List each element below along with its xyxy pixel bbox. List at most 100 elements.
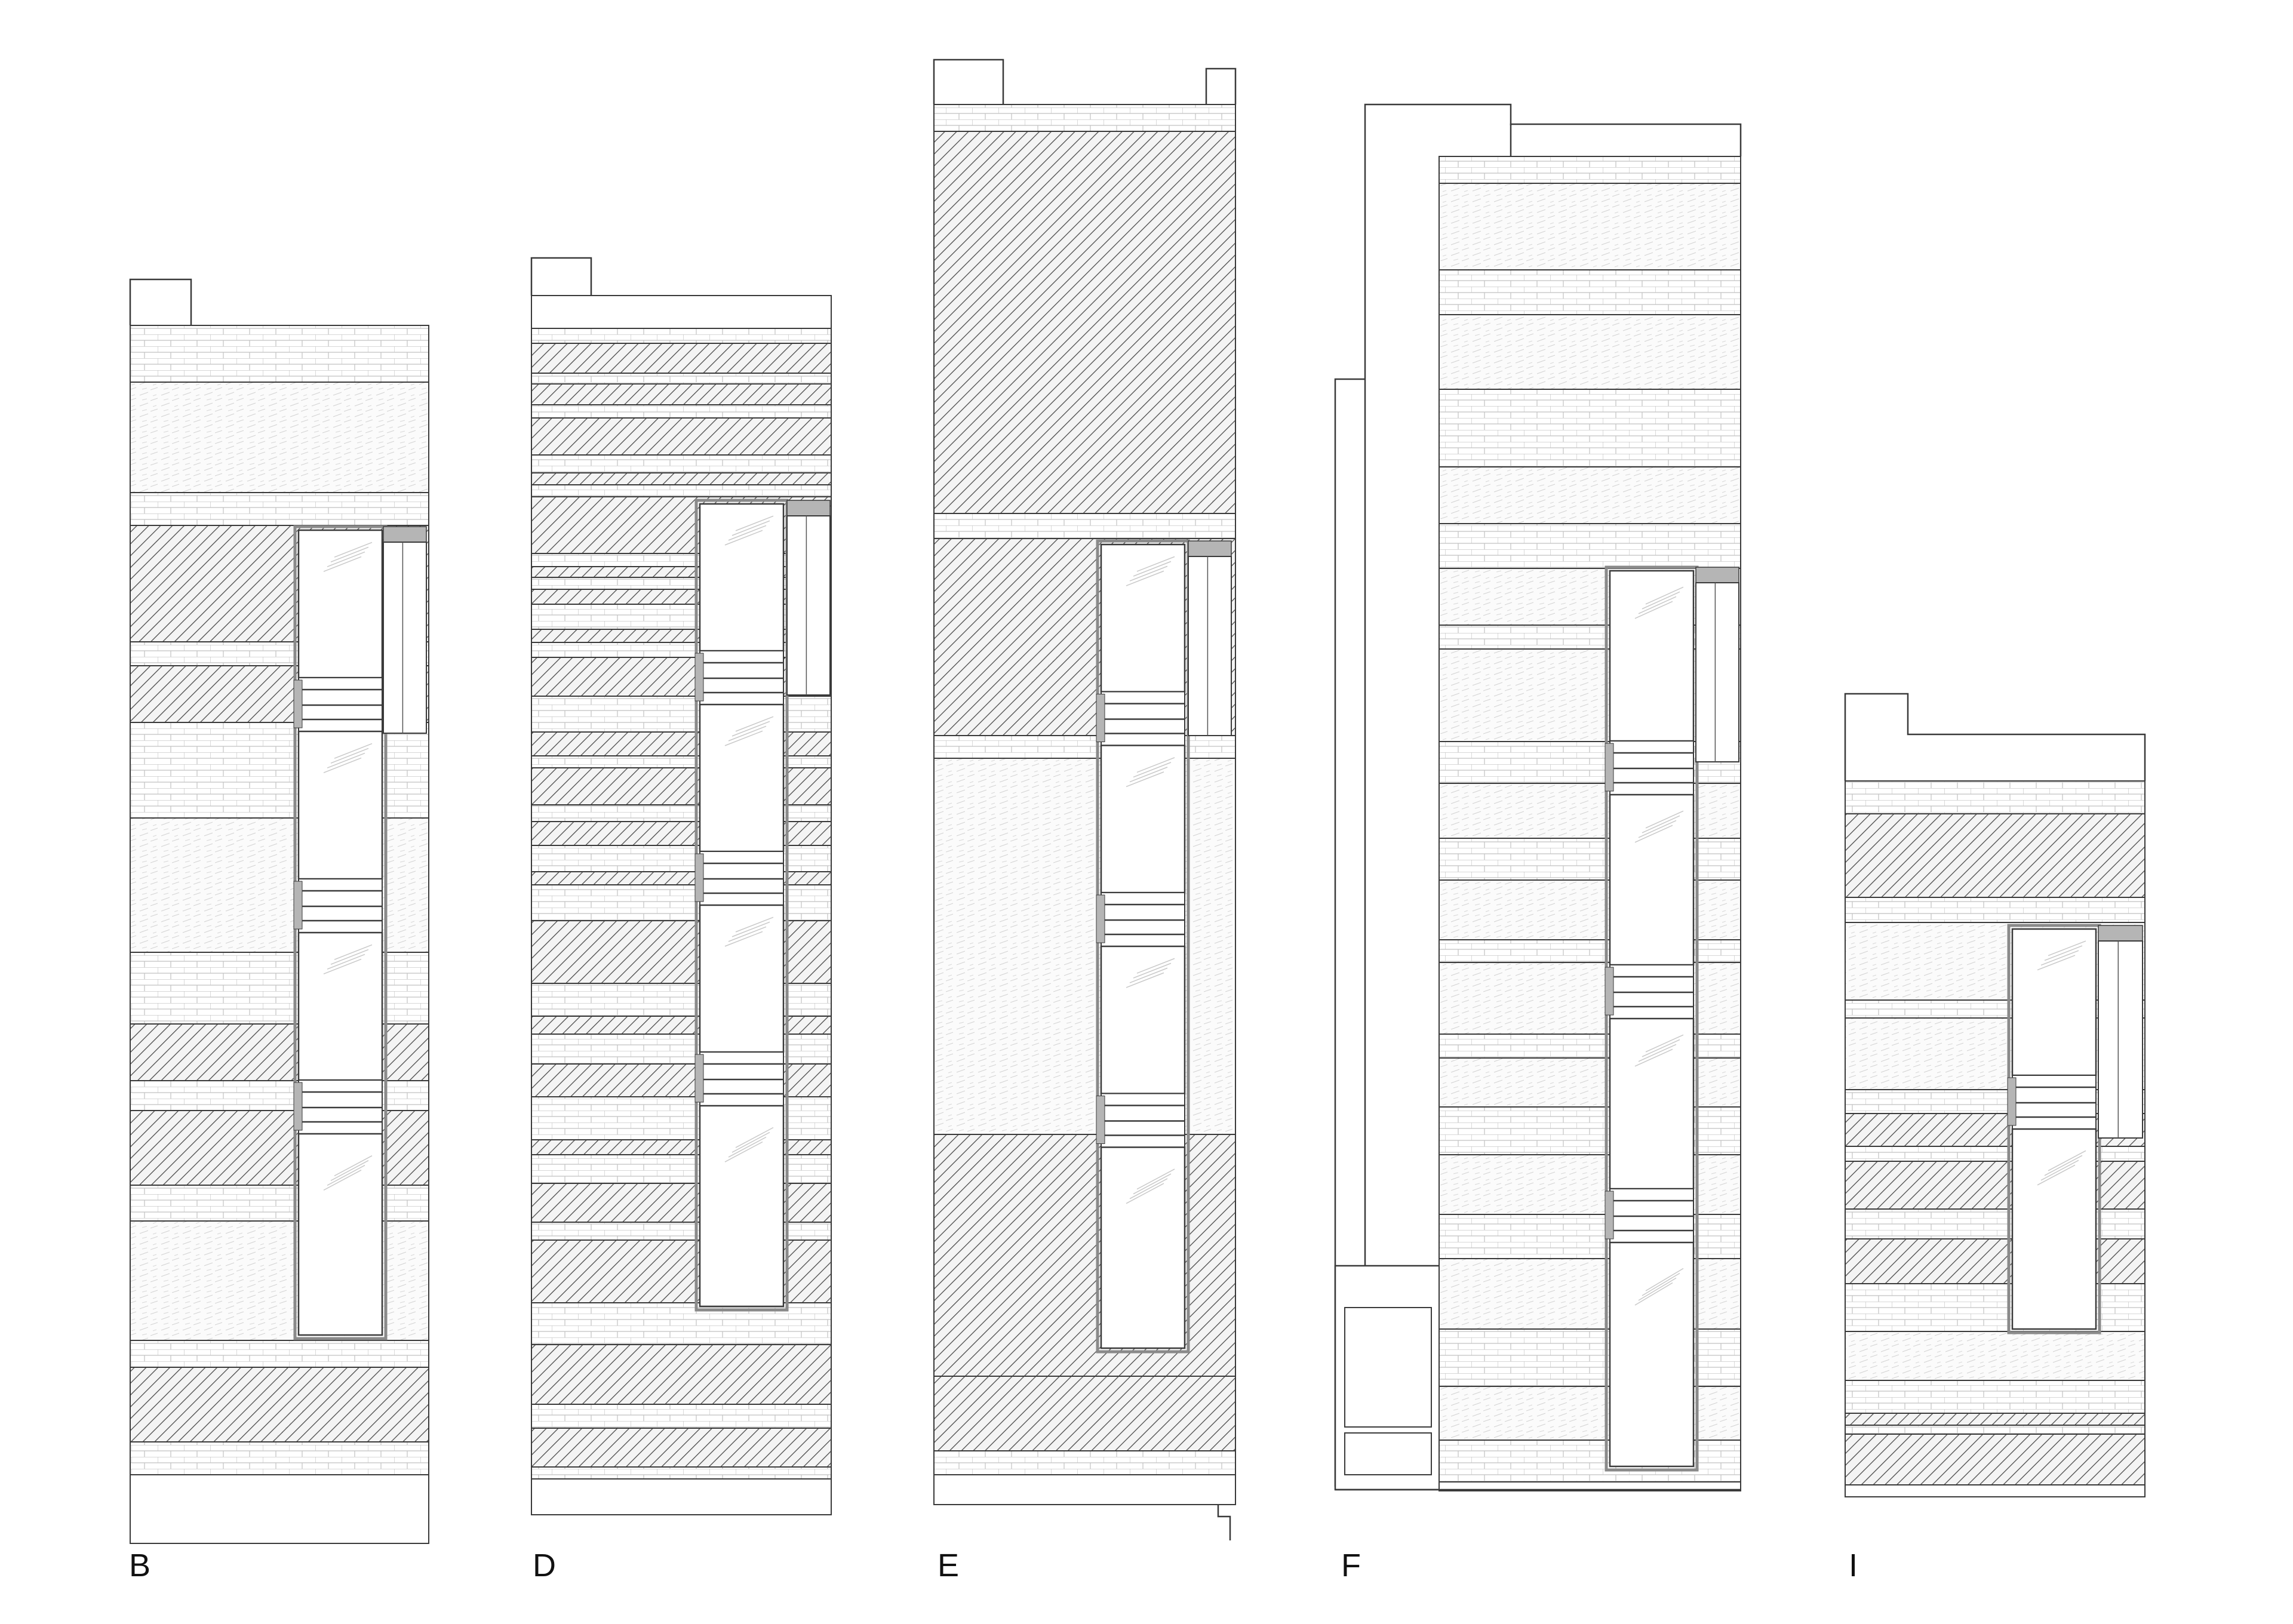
- e-facade-band: [933, 1134, 1236, 1377]
- b-facade-band: [130, 1110, 429, 1186]
- d-window-glass-reflection: [724, 931, 763, 947]
- f-facade-band: [1438, 838, 1741, 881]
- i-window-pane: [2011, 928, 2097, 1076]
- b-window-glass-reflection: [323, 1169, 362, 1191]
- f-window-glass-reflection: [1634, 1282, 1673, 1306]
- e-facade-band: [933, 735, 1236, 759]
- b-window-glass-reflection: [334, 944, 373, 960]
- f-facade-band: [1438, 389, 1741, 467]
- b-window-glass-reflection: [323, 757, 362, 773]
- e-window-glass-reflection: [1136, 958, 1175, 974]
- e-window-glass-reflection: [1133, 561, 1172, 577]
- f-window-pane: [1609, 793, 1695, 966]
- f-window-glass-reflection: [1634, 1048, 1673, 1067]
- b-window-glass-reflection: [327, 551, 365, 567]
- e-window-frame: [1096, 539, 1190, 1354]
- d-window-glass-reflection: [728, 926, 767, 942]
- f-roof-parapet: [1510, 123, 1742, 156]
- e-facade-band: [933, 1450, 1236, 1475]
- f-tower-outline: [1364, 103, 1512, 1266]
- d-window-glass-reflection: [724, 530, 763, 546]
- d-window-side-panel: [786, 515, 831, 696]
- d-window-pane: [699, 503, 785, 652]
- f-window-glass-reflection: [1638, 1044, 1677, 1062]
- f-facade-band: [1438, 1106, 1741, 1155]
- d-facade-band: [531, 484, 832, 497]
- d-window-glass-reflection: [724, 1141, 763, 1162]
- elevation-label-i: I: [1849, 1548, 1858, 1583]
- b-window-pane: [297, 529, 383, 679]
- f-window-glass-reflection: [1638, 820, 1677, 838]
- d-window-glass-reflection: [735, 716, 774, 732]
- f-facade-band: [1438, 1034, 1741, 1059]
- i-facade-band: [1845, 1484, 2146, 1497]
- elevation-label-e: E: [938, 1548, 960, 1583]
- e-base-step: [1217, 1505, 1231, 1540]
- b-window-mullion-cap: [293, 679, 303, 728]
- f-window-mullion-cap: [1605, 967, 1614, 1016]
- b-facade-band: [130, 1185, 429, 1222]
- f-facade-band: [1438, 962, 1741, 1035]
- i-window-glass-reflection: [2044, 1155, 2083, 1176]
- b-facade-band: [130, 817, 429, 953]
- f-window-mullion-cap: [1605, 743, 1614, 792]
- d-facade-band: [531, 454, 832, 473]
- elevation-label-b: B: [129, 1548, 151, 1583]
- b-facade-band: [130, 1474, 429, 1544]
- f-window-glass-reflection: [1642, 591, 1680, 610]
- b-window-glass-reflection: [327, 752, 365, 768]
- f-window-pane: [1609, 1017, 1695, 1190]
- i-window-glass-reflection: [2037, 1164, 2076, 1186]
- b-window-pane: [297, 1133, 383, 1336]
- i-facade-band: [1845, 1413, 2146, 1426]
- b-facade-band: [130, 952, 429, 1025]
- b-facade-band: [130, 1220, 429, 1341]
- f-side-wall: [1334, 378, 1365, 1487]
- i-roof-parapet: [1844, 693, 2146, 781]
- f-window-glass-reflection: [1638, 1277, 1677, 1301]
- d-window-glass-reflection: [731, 921, 770, 937]
- e-facade-band: [933, 513, 1236, 539]
- f-facade-band: [1438, 939, 1741, 963]
- b-window-glass-reflection: [334, 542, 373, 558]
- e-window-pane: [1100, 1146, 1186, 1349]
- d-window-glass-reflection: [731, 721, 770, 737]
- b-window-pane: [297, 931, 383, 1081]
- b-window-glass-reflection: [334, 1155, 373, 1177]
- b-roof-parapet: [129, 278, 192, 325]
- f-facade-band: [1438, 1481, 1741, 1491]
- i-facade-band: [1845, 813, 2146, 898]
- f-facade-band: [1438, 1214, 1741, 1259]
- b-window-glass-reflection: [330, 748, 369, 764]
- e-window-mullion-cap: [1096, 694, 1105, 742]
- d-facade-band: [531, 417, 832, 456]
- d-window-pane: [699, 904, 785, 1053]
- i-facade-band: [1845, 1425, 2146, 1435]
- e-roof-parapet-left: [933, 59, 1004, 104]
- f-window-glass-reflection: [1645, 1034, 1684, 1053]
- f-window-pane: [1609, 1241, 1695, 1468]
- d-window-glass-reflection: [728, 1136, 767, 1158]
- d-window-glass-reflection: [731, 1131, 770, 1153]
- f-window-side-panel: [1695, 582, 1739, 762]
- b-window-glass-reflection: [330, 546, 369, 562]
- b-window-glass-reflection: [323, 958, 362, 974]
- f-facade-band: [1438, 1328, 1741, 1387]
- f-window-glass-reflection: [1645, 586, 1684, 605]
- e-window-side-panel: [1188, 556, 1232, 736]
- b-window-side-panel: [383, 542, 427, 734]
- i-window-glass-reflection: [2037, 955, 2076, 971]
- d-window-glass-reflection: [728, 725, 767, 742]
- f-ground-door-lower: [1344, 1432, 1432, 1475]
- b-window-pane: [297, 730, 383, 880]
- d-window-mullion-cap: [694, 653, 704, 702]
- i-facade-band: [1845, 897, 2146, 923]
- i-facade-band: [1845, 780, 2146, 814]
- f-facade-band: [1438, 1154, 1741, 1215]
- f-facade-band: [1438, 783, 1741, 839]
- f-window-mullion-cap: [1605, 1191, 1614, 1239]
- f-facade-band: [1438, 183, 1741, 270]
- d-facade-band: [531, 343, 832, 374]
- e-window-glass-reflection: [1129, 767, 1168, 783]
- d-facade-band: [531, 472, 832, 485]
